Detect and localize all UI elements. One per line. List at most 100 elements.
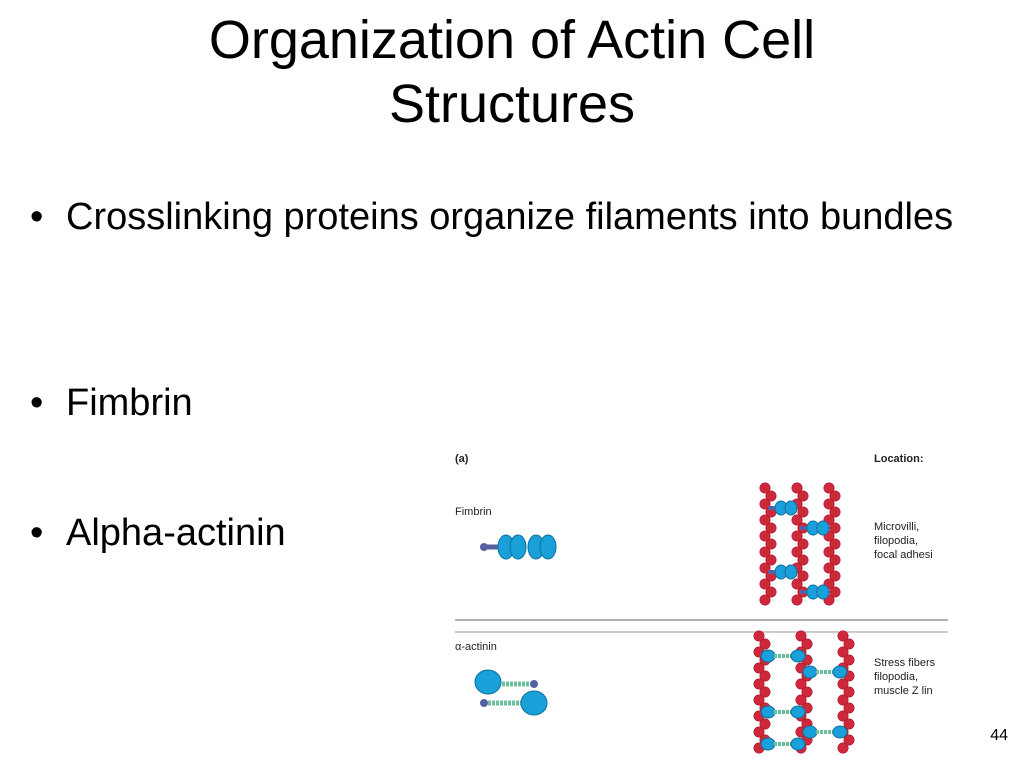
- crosslinking-proteins-figure: (a) Location: Fimbrin Microvilli, filopo…: [450, 440, 950, 760]
- actin-filament-subunit: [837, 694, 849, 706]
- actin-filament-subunit: [829, 554, 841, 566]
- actin-filament-subunit: [795, 630, 807, 642]
- actinin-crosslink-head: [790, 705, 806, 719]
- actin-filament-subunit: [791, 546, 803, 558]
- fimbrin-location-line: Microvilli,: [874, 521, 919, 533]
- actin-filament-subunit: [843, 718, 855, 730]
- actin-filament-subunit: [765, 586, 777, 598]
- actin-filament-subunit: [837, 710, 849, 722]
- bullet-dot: •: [30, 196, 44, 238]
- actin-filament-subunit: [753, 694, 765, 706]
- alpha-actinin-actin-bundle: [753, 630, 855, 754]
- fimbrin-location-line: filopodia,: [874, 535, 918, 547]
- location-header: Location:: [874, 453, 924, 465]
- actin-filament-subunit: [797, 554, 809, 566]
- actin-filament-subunit: [753, 662, 765, 674]
- actin-filament-subunit: [823, 546, 835, 558]
- actinin-crosslink-head: [790, 737, 806, 751]
- fimbrin-location-line: focal adhesi: [874, 549, 933, 561]
- actinin-crosslink-head: [832, 725, 848, 739]
- alpha-actinin-label: α-actinin: [455, 641, 497, 653]
- bullet-dot: •: [30, 512, 44, 554]
- alpha-actinin-tail: [530, 680, 538, 688]
- fimbrin-tail-head: [480, 543, 488, 551]
- actin-filament-subunit: [759, 514, 771, 526]
- actin-filament-subunit: [791, 578, 803, 590]
- actin-filament-subunit: [837, 678, 849, 690]
- actinin-crosslink-head: [802, 665, 818, 679]
- bullet-item-alpha-actinin: • Alpha-actinin: [30, 506, 990, 560]
- actin-filament-subunit: [791, 530, 803, 542]
- alpha-actinin-location-line: Stress fibers: [874, 657, 936, 669]
- bullet-item-fimbrin: • Fimbrin: [30, 376, 990, 430]
- actinin-crosslink-head: [760, 705, 776, 719]
- alpha-actinin-head: [474, 669, 502, 695]
- actin-filament-subunit: [823, 562, 835, 574]
- actin-filament-subunit: [791, 594, 803, 606]
- actin-filament-subunit: [765, 490, 777, 502]
- actin-filament-subunit: [765, 522, 777, 534]
- figure-canvas: (a) Location: Fimbrin Microvilli, filopo…: [455, 453, 948, 754]
- actin-filament-subunit: [759, 578, 771, 590]
- bullet-text: Crosslinking proteins organize filaments…: [66, 196, 954, 238]
- actin-filament-subunit: [837, 630, 849, 642]
- actin-filament-subunit: [829, 586, 841, 598]
- bullet-dot: •: [30, 382, 44, 424]
- fimbrin-actin-bundle: [759, 482, 841, 606]
- bullet-text: Fimbrin: [66, 382, 193, 424]
- actin-filament-subunit: [765, 554, 777, 566]
- fimbrin-molecule: [480, 534, 557, 560]
- page-number: 44: [990, 727, 1008, 744]
- fimbrin-crosslink-domain: [816, 520, 830, 536]
- actinin-crosslink-head: [802, 725, 818, 739]
- fimbrin-crosslink-domain: [784, 564, 798, 580]
- actin-filament-subunit: [843, 734, 855, 746]
- actin-filament-subunit: [829, 538, 841, 550]
- actin-filament-subunit: [795, 678, 807, 690]
- alpha-actinin-molecule: [474, 669, 548, 716]
- actin-filament-subunit: [759, 562, 771, 574]
- actinin-crosslink-head: [790, 649, 806, 663]
- actin-filament-subunit: [759, 686, 771, 698]
- slide-title-line-1: Organization of Actin Cell: [208, 10, 816, 70]
- alpha-actinin-head: [520, 690, 548, 716]
- actin-filament-subunit: [765, 538, 777, 550]
- actin-filament-subunit: [829, 570, 841, 582]
- bullet-item-crosslinking: • Crosslinking proteins organize filamen…: [30, 190, 990, 244]
- slide-title: Organization of Actin Cell Structures: [60, 8, 964, 136]
- actin-filament-subunit: [797, 538, 809, 550]
- alpha-actinin-location-line: muscle Z lin: [874, 685, 933, 697]
- actin-filament-subunit: [801, 638, 813, 650]
- alpha-actinin-location-line: filopodia,: [874, 671, 918, 683]
- actinin-crosslink-head: [760, 737, 776, 751]
- actin-filament-subunit: [829, 490, 841, 502]
- fimbrin-domain: [539, 534, 557, 560]
- actin-filament-subunit: [759, 482, 771, 494]
- actin-filament-subunit: [791, 514, 803, 526]
- actin-filament-subunit: [823, 498, 835, 510]
- fimbrin-domain: [509, 534, 527, 560]
- actin-filament-subunit: [753, 678, 765, 690]
- actin-filament-subunit: [829, 506, 841, 518]
- actin-filament-subunit: [843, 686, 855, 698]
- actin-filament-subunit: [837, 646, 849, 658]
- actin-filament-subunit: [753, 630, 765, 642]
- actin-filament-subunit: [823, 482, 835, 494]
- actin-filament-subunit: [837, 742, 849, 754]
- alpha-actinin-tail: [480, 699, 488, 707]
- fimbrin-label: Fimbrin: [455, 506, 492, 518]
- actin-filament-subunit: [759, 498, 771, 510]
- actin-filament-subunit: [759, 594, 771, 606]
- actin-filament-subunit: [797, 506, 809, 518]
- actin-filament-subunit: [753, 726, 765, 738]
- actin-filament-subunit: [759, 638, 771, 650]
- actin-filament-subunit: [759, 670, 771, 682]
- figure-panel-label: (a): [455, 453, 469, 465]
- slide-title-line-2: Structures: [388, 74, 636, 134]
- fimbrin-crosslink-domain: [816, 584, 830, 600]
- actinin-crosslink-head: [760, 649, 776, 663]
- actinin-crosslink-head: [832, 665, 848, 679]
- actin-filament-subunit: [759, 718, 771, 730]
- actin-filament-subunit: [795, 694, 807, 706]
- actin-filament-subunit: [843, 638, 855, 650]
